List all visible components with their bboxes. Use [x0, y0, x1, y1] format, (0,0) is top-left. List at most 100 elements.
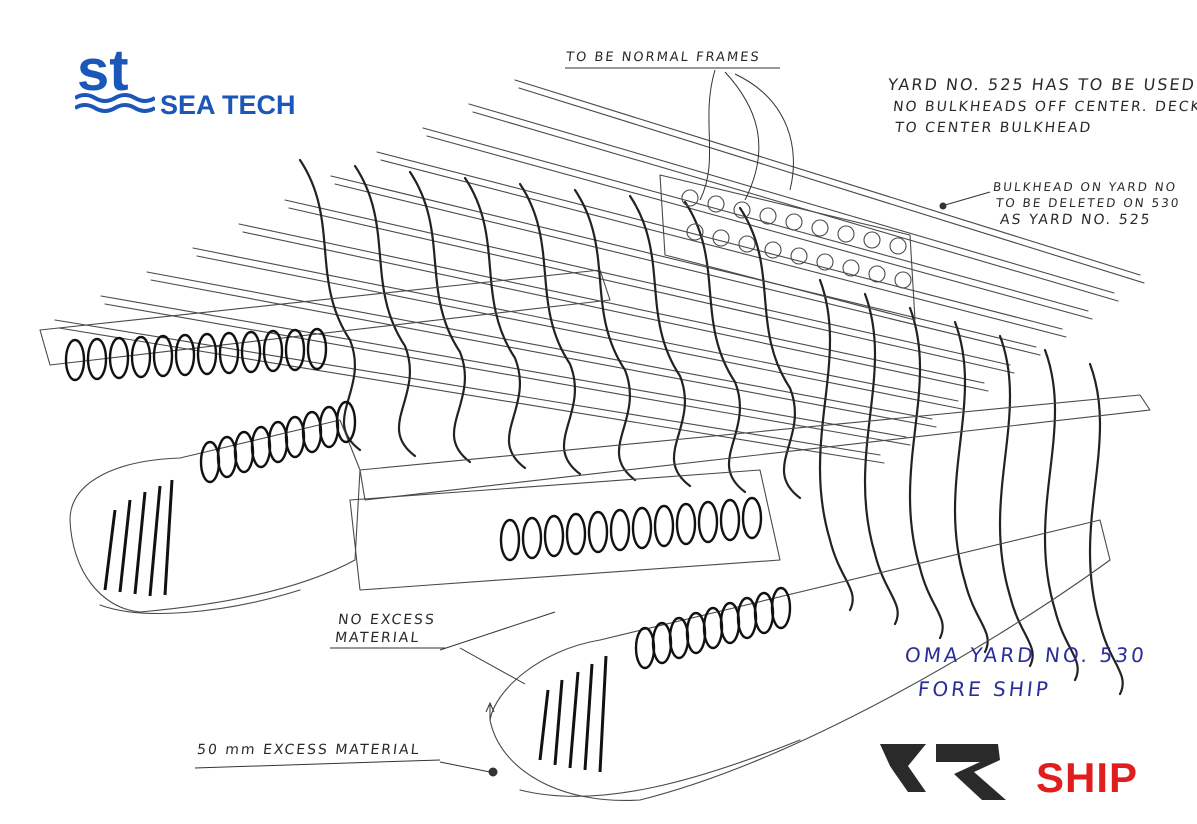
frame [1043, 348, 1079, 682]
frame-coil [719, 498, 741, 542]
frame-coil [284, 328, 306, 372]
frame-coil [306, 327, 328, 371]
sea-tech-name: SEA TECH [160, 90, 296, 120]
normal-frames-note: TO BE NORMAL FRAMES [565, 50, 762, 65]
frame [518, 182, 582, 476]
lightening-hole [837, 225, 855, 243]
right-hull-coils [634, 586, 792, 670]
girder-flange [196, 255, 963, 410]
frame [573, 188, 637, 482]
lightening-hole [811, 219, 829, 237]
lightening-hole [889, 237, 907, 255]
frame [863, 292, 899, 626]
frame-coil [216, 435, 238, 479]
girder-flange [334, 183, 1041, 356]
frame-coil [499, 518, 521, 562]
kr-mark-icon [880, 744, 1006, 800]
lightening-hole [816, 253, 834, 271]
frame-coil [521, 516, 543, 560]
frame-coil [86, 337, 108, 381]
right-hull-ribs [538, 655, 608, 773]
left-hull-ribs [103, 479, 174, 597]
girder [376, 151, 1063, 330]
frame-coil [64, 338, 86, 382]
lightening-hole [868, 265, 886, 283]
bulkhead-note-line3: AS YARD NO. 525 [999, 212, 1153, 228]
frame [628, 194, 692, 488]
frame-coil [634, 626, 656, 670]
right-hull-outline [489, 519, 1111, 802]
frame-coil [741, 496, 763, 540]
frame-coil [130, 335, 152, 379]
lightening-hole [764, 241, 782, 259]
frame-coil [199, 440, 221, 484]
lightening-hole [681, 189, 699, 207]
lightening-hole [759, 207, 777, 225]
girder [192, 247, 959, 402]
frame-coil [196, 332, 218, 376]
lightening-hole [712, 229, 730, 247]
lightening-hole [863, 231, 881, 249]
frame [408, 170, 472, 464]
transverse-frames [298, 158, 1124, 696]
girder-flange [58, 327, 885, 464]
ship-wordmark: SHIP [1036, 754, 1139, 801]
frame-coil [218, 331, 240, 375]
girder-flange [426, 135, 1093, 320]
frame-coil [335, 400, 357, 444]
frame-coil [697, 500, 719, 544]
lightening-hole [894, 271, 912, 289]
yard-note-line2: NO BULKHEADS OFF CENTER. DECK [892, 99, 1197, 115]
frame [818, 278, 854, 612]
fore-ship-title: FORE SHIP [916, 677, 1053, 701]
frame-coil [301, 410, 323, 454]
yard-note-line3: TO CENTER BULKHEAD [894, 120, 1094, 136]
sea-tech-mark-icon: st [75, 42, 155, 113]
girder [146, 271, 933, 420]
excess-50mm-note: 50 mm EXCESS MATERIAL [196, 742, 422, 758]
frame-coil [240, 330, 262, 374]
frame-coil [262, 329, 284, 373]
frame-coil [233, 430, 255, 474]
girder-flange [104, 303, 911, 446]
girder [514, 79, 1141, 276]
lightening-hole [842, 259, 860, 277]
frame-coil [770, 586, 792, 630]
frame-coil [565, 512, 587, 556]
bulkhead-note-line2: TO BE DELETED ON 530 [995, 196, 1182, 210]
frame [683, 200, 747, 494]
frame-coil [631, 506, 653, 550]
frame-coil [685, 611, 707, 655]
svg-text:st: st [77, 42, 129, 103]
no-excess-note-line2: MATERIAL [334, 630, 422, 646]
girder-flange [518, 87, 1145, 284]
girder [422, 127, 1089, 312]
frame-coil [753, 591, 775, 635]
frame-coil [587, 510, 609, 554]
frame-coil [653, 504, 675, 548]
frame [953, 320, 989, 654]
leader-lines [194, 67, 991, 777]
girder [238, 223, 985, 384]
no-excess-note-line1: NO EXCESS [337, 612, 437, 628]
girder-flange [380, 159, 1067, 338]
frame-coil [609, 508, 631, 552]
bulkhead-plate [659, 174, 916, 321]
frame-coil [702, 606, 724, 650]
girder-flange [472, 111, 1119, 302]
girder [284, 199, 1011, 366]
frame-coil [174, 333, 196, 377]
frame [353, 164, 417, 458]
center-bulkhead [659, 174, 916, 321]
frame [998, 334, 1034, 668]
frame-coil [675, 502, 697, 546]
girder [330, 175, 1037, 348]
sea-tech-logo: st SEA TECH [75, 42, 315, 122]
girder [100, 295, 907, 438]
frame-coil [318, 405, 340, 449]
frame-coil [284, 415, 306, 459]
girder [468, 103, 1115, 294]
frame-coil [152, 334, 174, 378]
frame-coil [250, 425, 272, 469]
